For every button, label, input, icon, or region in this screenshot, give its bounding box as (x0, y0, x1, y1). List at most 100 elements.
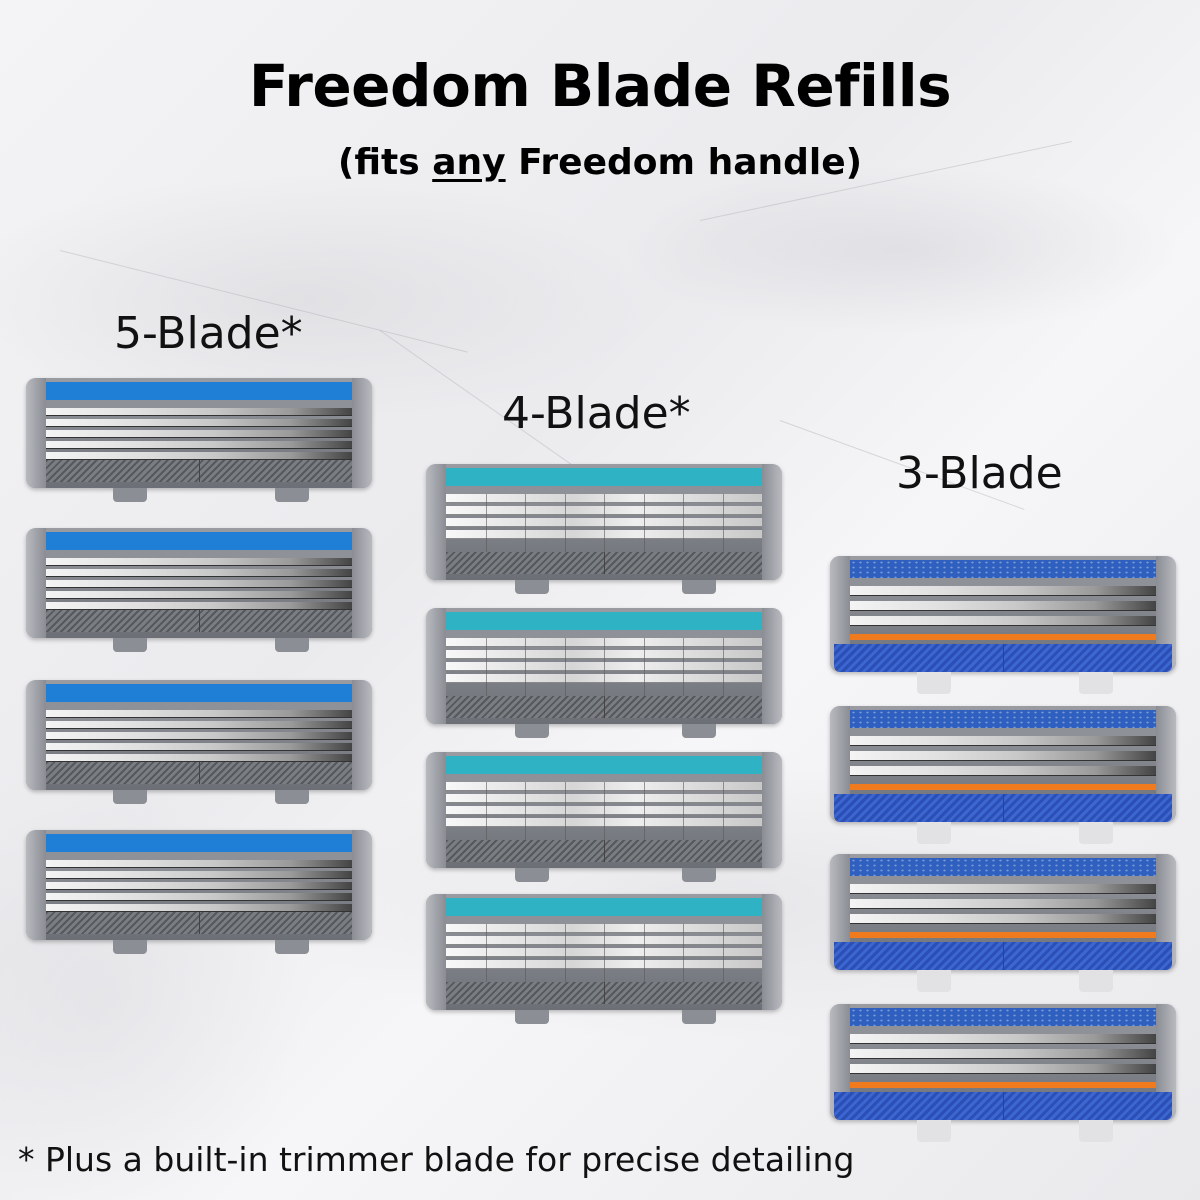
footnote: * Plus a built-in trimmer blade for prec… (18, 1140, 855, 1179)
blade (46, 430, 352, 438)
cartridge-end-cap (426, 894, 446, 1010)
cartridge-frame-bar (46, 702, 352, 710)
lubricating-strip (850, 710, 1156, 728)
cartridge-end-cap (426, 752, 446, 868)
blade (46, 904, 352, 912)
lubricating-strip (46, 834, 352, 852)
cartridge-frame-bar (46, 400, 352, 408)
lubricating-strip (446, 612, 762, 630)
lubricating-strip (46, 382, 352, 400)
mounting-tab (515, 1010, 549, 1024)
cartridge-end-cap (762, 894, 782, 1010)
blade-support-rib (683, 494, 684, 558)
blade (46, 441, 352, 449)
blade-support-rib (485, 924, 487, 988)
blade (46, 408, 352, 416)
blade-support-rib (722, 494, 724, 558)
label-5-blade: 5-Blade* (114, 308, 303, 359)
blade (46, 871, 352, 879)
comb-guard (46, 762, 352, 784)
cartridge-frame-bar (446, 486, 762, 494)
lubricating-strip (850, 560, 1156, 578)
blade-support-rib (722, 638, 724, 702)
mounting-tab (916, 1120, 951, 1142)
blade-support-rib (564, 782, 566, 846)
mounting-tab (682, 580, 717, 594)
cartridge-end-cap (26, 528, 46, 638)
blade-support-rib (604, 494, 605, 558)
lubricating-strip (46, 684, 352, 702)
comb-guard (46, 912, 352, 934)
label-4-blade: 4-Blade* (502, 388, 691, 439)
comb-guard (834, 942, 1172, 970)
razor-cartridge (830, 854, 1176, 992)
blade-support-rib (485, 638, 487, 702)
lubricating-strip (850, 1008, 1156, 1026)
lubricating-strip (446, 756, 762, 774)
cartridge-frame-bar (850, 578, 1156, 586)
mounting-tab (515, 580, 549, 594)
mounting-tab (275, 790, 310, 804)
blade (850, 899, 1156, 909)
blade (850, 766, 1156, 776)
cartridge-frame-bar (446, 916, 762, 924)
blade-support-rib (485, 494, 487, 558)
comb-guard (446, 840, 762, 862)
cartridge-end-cap (830, 706, 850, 822)
blade (850, 736, 1156, 746)
comb-guard (446, 552, 762, 574)
cartridge-end-cap (26, 830, 46, 940)
comb-guard (834, 1092, 1172, 1120)
blade-stack (46, 860, 352, 915)
blade-stack (46, 408, 352, 463)
comb-guard (834, 794, 1172, 822)
blade (46, 452, 352, 460)
lubricating-strip (850, 858, 1156, 876)
blade (46, 893, 352, 901)
blade (850, 586, 1156, 596)
cartridge-end-cap (426, 608, 446, 724)
blade (46, 419, 352, 427)
cartridge-end-cap (762, 464, 782, 580)
razor-cartridge (830, 1004, 1176, 1142)
mounting-tab (1079, 672, 1114, 694)
blade (850, 616, 1156, 626)
subtitle-suffix: Freedom handle) (505, 142, 863, 183)
lube-strip (850, 1082, 1156, 1088)
cartridge-end-cap (830, 556, 850, 672)
mounting-tab (275, 488, 310, 502)
blade-support-rib (643, 494, 645, 558)
cartridge-end-cap (352, 528, 372, 638)
razor-cartridge (26, 830, 372, 954)
cartridge-end-cap (26, 680, 46, 790)
blade-stack (850, 1034, 1156, 1079)
lubricating-strip (446, 898, 762, 916)
page-title: Freedom Blade Refills (248, 52, 952, 120)
mounting-tab (916, 970, 951, 992)
lube-strip (850, 634, 1156, 640)
razor-cartridge (830, 556, 1176, 694)
blade (850, 914, 1156, 924)
mounting-tab (1079, 822, 1114, 844)
blade (46, 710, 352, 718)
blade-support-rib (564, 494, 566, 558)
razor-cartridge (830, 706, 1176, 844)
blade (46, 732, 352, 740)
blade-stack (850, 884, 1156, 929)
blade-support-rib (564, 924, 566, 988)
subtitle-prefix: (fits (337, 142, 433, 183)
blade-support-rib (604, 782, 605, 846)
mounting-tab (515, 724, 549, 738)
blade (850, 884, 1156, 894)
lube-strip (850, 932, 1156, 938)
blade-stack (46, 558, 352, 613)
blade (850, 1064, 1156, 1074)
cartridge-frame-bar (46, 852, 352, 860)
mounting-tab (1079, 1120, 1114, 1142)
cartridge-end-cap (352, 378, 372, 488)
cartridge-end-cap (762, 608, 782, 724)
mounting-tab (112, 790, 147, 804)
blade-support-rib (643, 638, 645, 702)
blade (46, 754, 352, 762)
blade (46, 743, 352, 751)
